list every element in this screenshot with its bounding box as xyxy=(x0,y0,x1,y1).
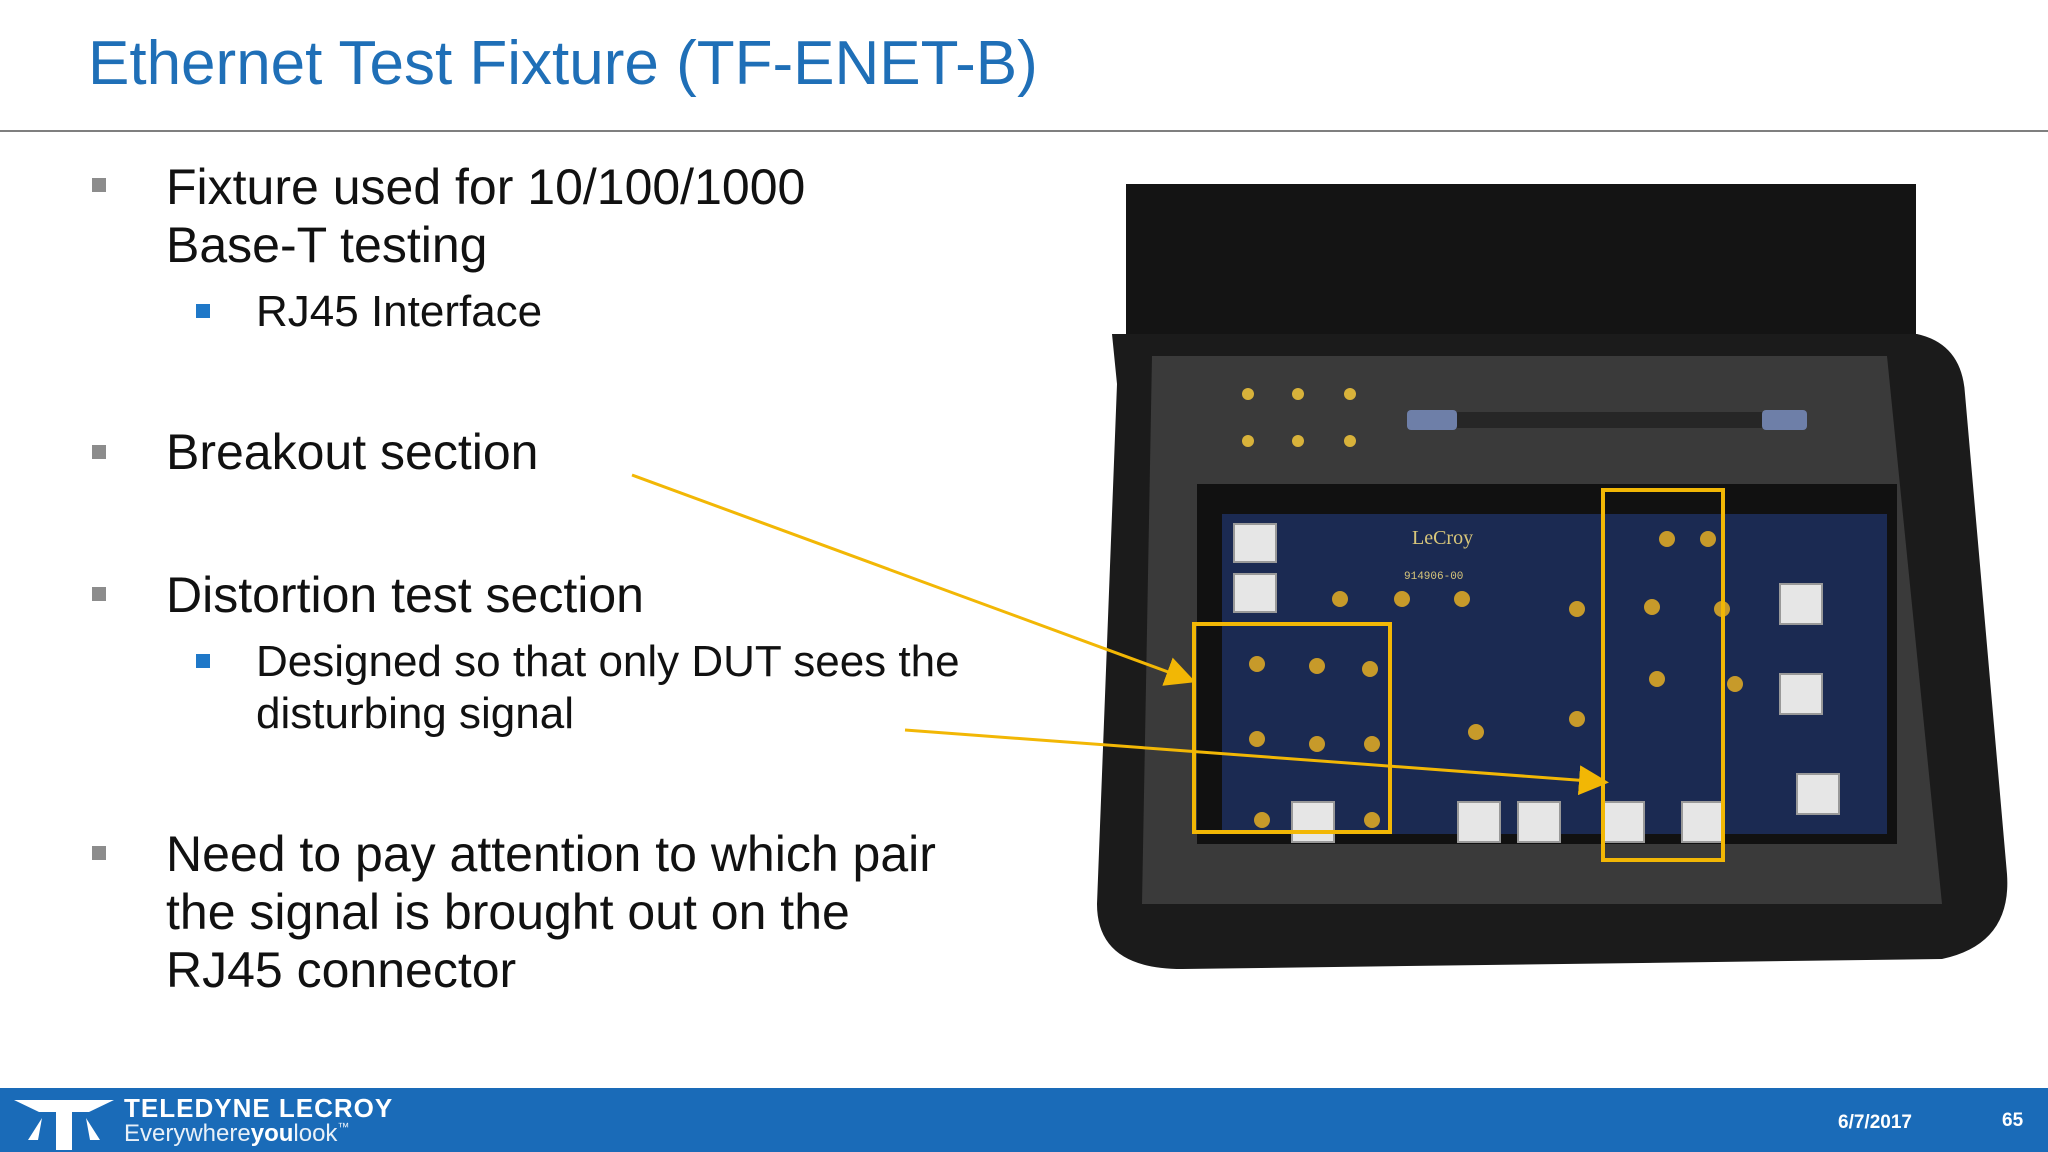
rj45-plug xyxy=(1762,410,1807,430)
bullet-marker xyxy=(92,587,106,601)
case-lid xyxy=(1126,184,1916,334)
highlight-distortion-box xyxy=(1601,488,1725,862)
board-part-number: 914906-00 xyxy=(1404,571,1463,583)
brand-name: TELEDYNE LECROY xyxy=(124,1093,394,1123)
sub-bullet-marker xyxy=(196,304,210,318)
rj45-plug xyxy=(1407,410,1457,430)
cable xyxy=(1407,412,1807,428)
slide-title: Ethernet Test Fixture (TF-ENET-B) xyxy=(88,29,1038,98)
teledyne-logo-icon xyxy=(14,1100,114,1150)
screw-group xyxy=(1242,388,1356,447)
bullet-fixture-use: Fixture used for 10/100/1000 Base-T test… xyxy=(166,159,806,273)
sub-bullet-dut: Designed so that only DUT sees the distu… xyxy=(256,637,960,738)
highlight-breakout-box xyxy=(1192,622,1392,834)
bullet-marker xyxy=(92,846,106,860)
bullet-marker xyxy=(92,445,106,459)
bullet-marker xyxy=(92,178,106,192)
footer-bar xyxy=(0,1088,2048,1152)
board-label: LeCroy xyxy=(1412,527,1473,549)
footer-date: 6/7/2017 xyxy=(1838,1112,1912,1133)
pcb-board xyxy=(1222,514,1887,834)
brand-tagline: Everywhereyoulook™ xyxy=(124,1120,350,1147)
page-number: 65 xyxy=(2002,1110,2024,1131)
arrow-breakout xyxy=(631,473,1196,686)
sma-connectors xyxy=(1249,531,1743,828)
rj45-jacks xyxy=(1233,523,1840,843)
bullet-breakout: Breakout section xyxy=(166,424,539,480)
sub-bullet-rj45: RJ45 Interface xyxy=(256,287,543,336)
arrow-distortion xyxy=(904,728,1609,796)
sub-bullet-marker xyxy=(196,654,210,668)
bullet-distortion: Distortion test section xyxy=(166,567,644,623)
title-divider xyxy=(0,130,2048,132)
bullet-pair-attention: Need to pay attention to which pair the … xyxy=(166,826,936,998)
fixture-photo: LeCroy 914906-00 xyxy=(1097,184,2008,969)
